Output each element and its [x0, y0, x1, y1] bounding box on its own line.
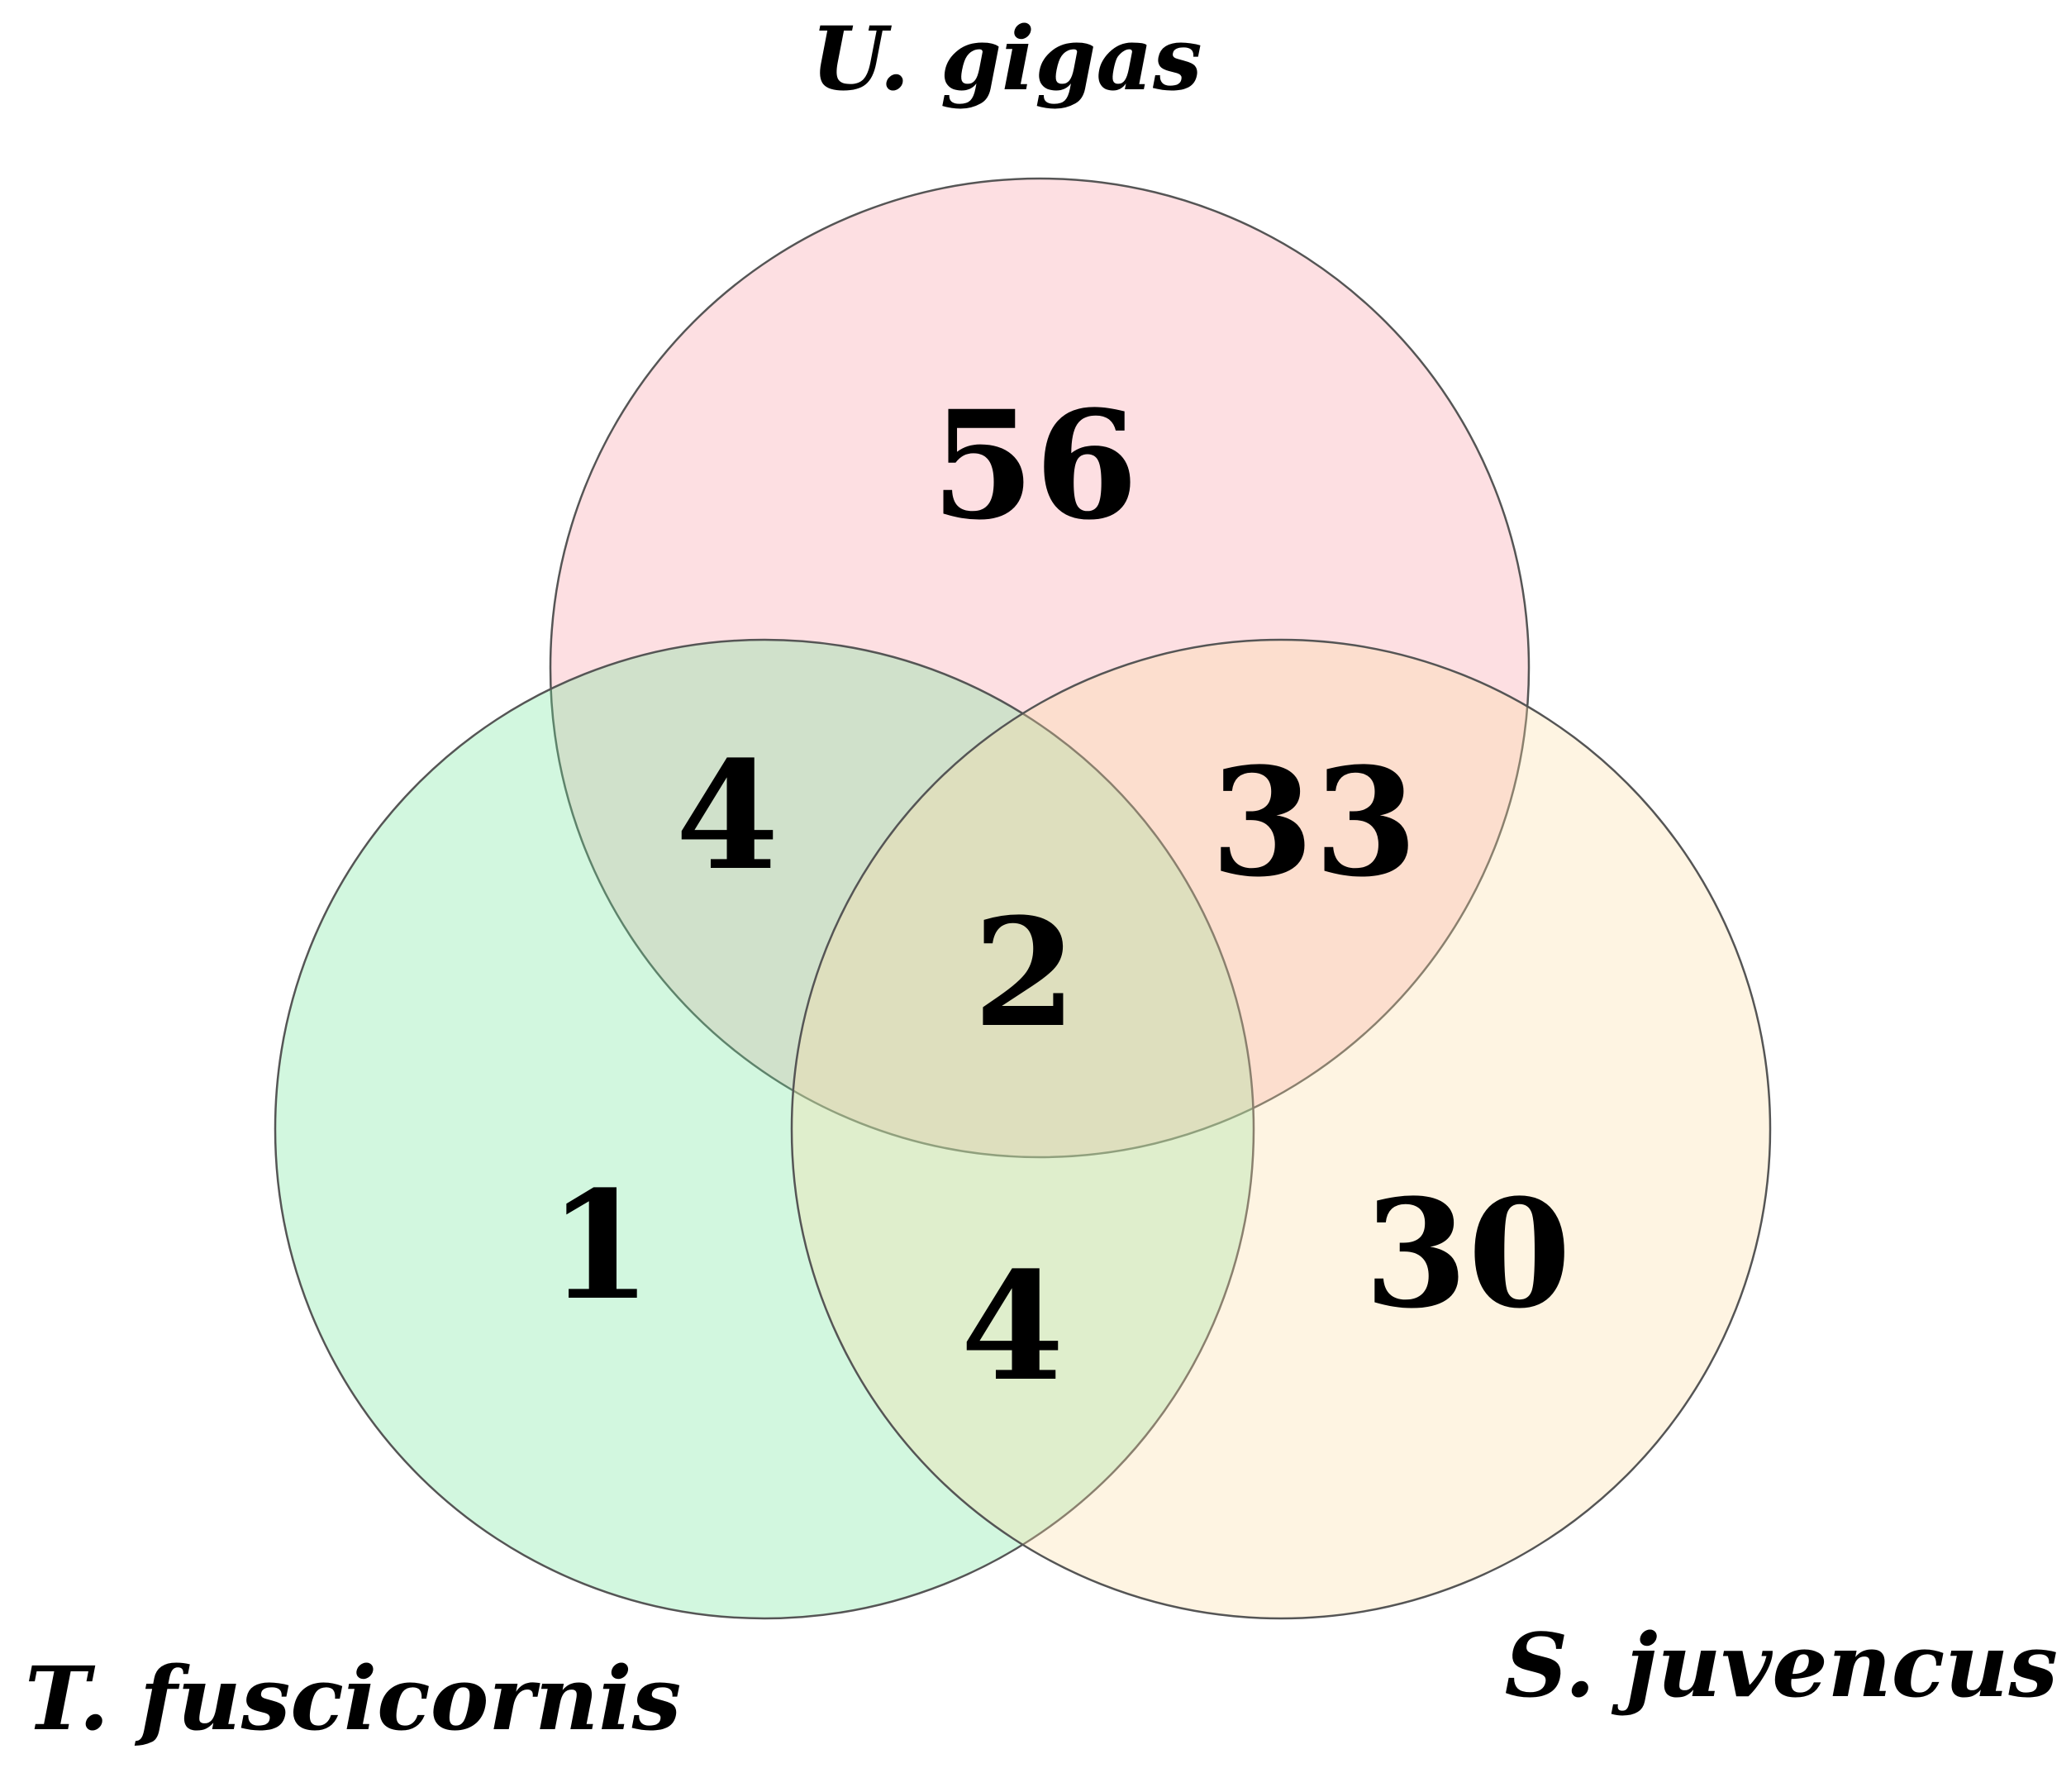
count-u-gigas-s-juvencus: 33: [1211, 736, 1418, 910]
count-s-juvencus-only: 30: [1364, 1167, 1572, 1342]
count-all-three: 2: [973, 886, 1076, 1060]
circle-t-fuscicornis: [274, 638, 1255, 1620]
count-t-fuscicornis-s-juvencus: 4: [960, 1240, 1064, 1414]
circle-s-juvencus: [790, 638, 1772, 1620]
count-t-fuscicornis-only: 1: [548, 1159, 651, 1333]
count-u-gigas-only: 56: [931, 379, 1139, 553]
count-u-gigas-t-fuscicornis: 4: [675, 729, 778, 903]
circle-u-gigas: [549, 177, 1531, 1159]
label-t-fuscicornis: T. fuscicornis: [25, 1647, 681, 1750]
label-s-juvencus: S. juvencus: [1505, 1613, 2058, 1717]
label-u-gigas: U. gigas: [811, 7, 1202, 110]
